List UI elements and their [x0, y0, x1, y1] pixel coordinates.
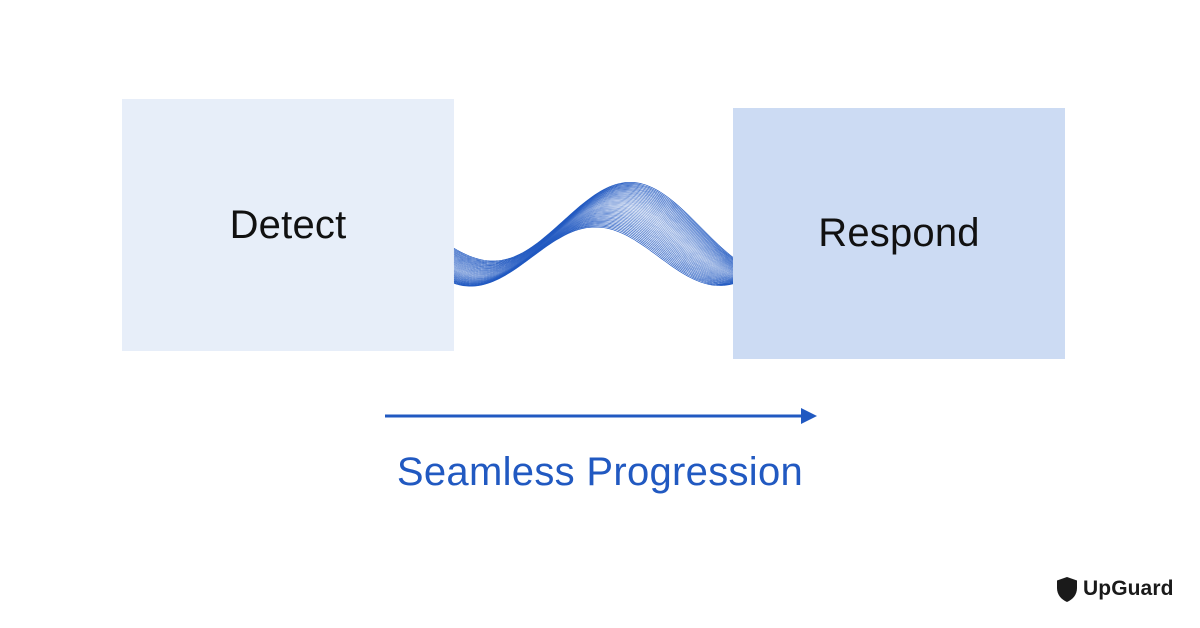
- wave-strand: [453, 188, 734, 267]
- arrow-head: [801, 408, 817, 424]
- wave-strand: [453, 191, 734, 269]
- wave-strand: [453, 193, 734, 270]
- wave-strand: [453, 189, 734, 268]
- wave-strand: [453, 185, 734, 264]
- wave-strand: [453, 203, 734, 277]
- wave-strand: [453, 190, 734, 268]
- wave-strand: [453, 184, 734, 264]
- stage-respond-box: Respond: [733, 108, 1065, 359]
- progression-arrow: [385, 408, 817, 424]
- wave-strand: [453, 198, 734, 274]
- wave-strand: [453, 199, 734, 275]
- wave-strand: [453, 204, 734, 277]
- stage-detect-box: Detect: [122, 99, 454, 351]
- stage-detect-label: Detect: [229, 202, 347, 247]
- wave-strand: [453, 202, 734, 276]
- wave-strand: [453, 186, 734, 265]
- wave-strand: [453, 187, 734, 266]
- brand-name: UpGuard: [1083, 577, 1174, 600]
- wave-strand: [453, 205, 734, 278]
- wave-strand: [453, 196, 734, 273]
- stage-respond-label: Respond: [818, 211, 980, 255]
- wave-strand: [453, 226, 734, 287]
- wave-strand: [453, 183, 734, 263]
- wave-strand: [453, 182, 734, 262]
- wave-connector: [453, 182, 734, 287]
- progression-label: Seamless Progression: [396, 450, 804, 494]
- shield-icon: [1057, 576, 1077, 602]
- wave-strand: [453, 192, 734, 270]
- upguard-logo: UpGuard: [1056, 574, 1174, 604]
- wave-strand: [453, 197, 734, 273]
- wave-strand: [453, 195, 734, 272]
- wave-strand: [453, 200, 734, 275]
- wave-strand: [453, 194, 734, 271]
